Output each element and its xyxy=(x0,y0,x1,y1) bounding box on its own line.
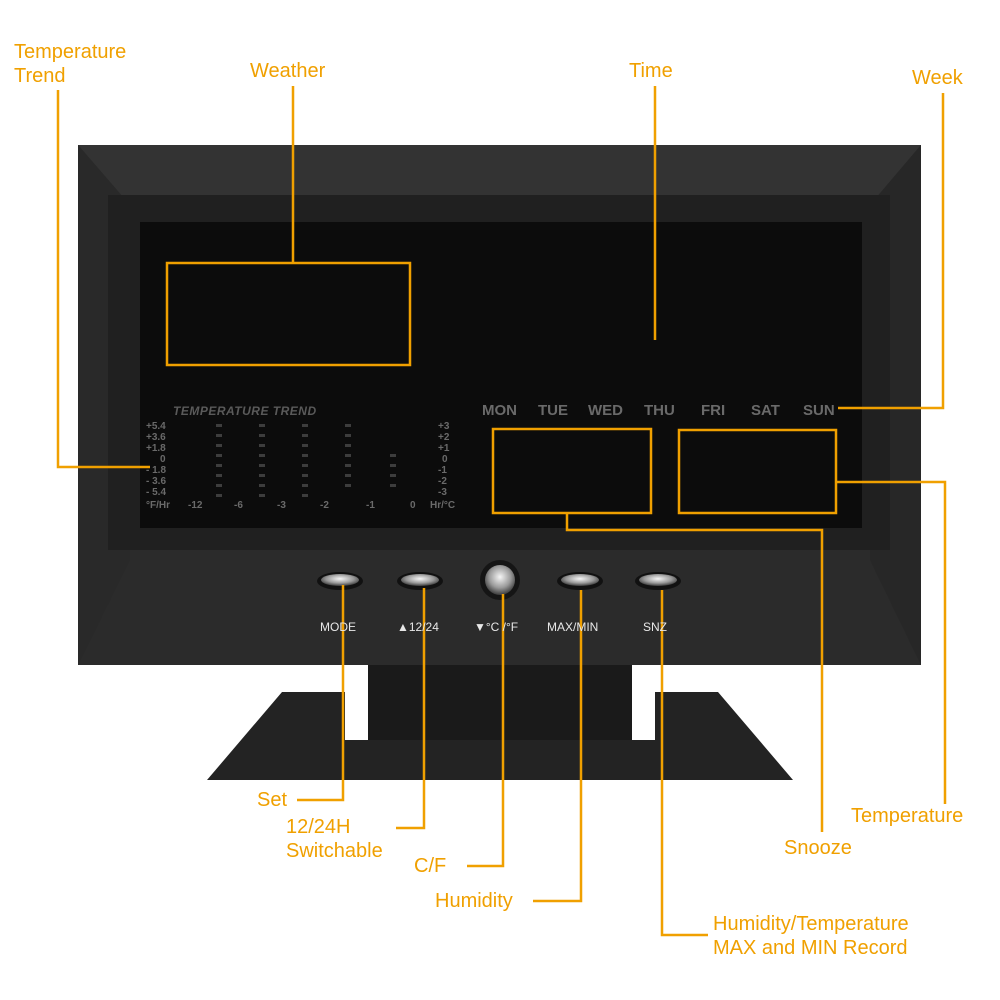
callout-record: Humidity/Temperature MAX and MIN Record xyxy=(713,913,909,959)
callout-lines xyxy=(56,86,947,937)
right-scale-tick: +1 xyxy=(438,443,450,454)
snz-button-cap xyxy=(639,574,677,586)
right-scale-tick: -3 xyxy=(438,487,447,498)
hour-label: -12 xyxy=(188,500,203,511)
mode-button-cap xyxy=(321,574,359,586)
right-scale-tick: +3 xyxy=(438,421,450,432)
snooze-leader xyxy=(565,513,824,832)
callout-cf: C/F xyxy=(414,855,447,877)
right-unit: Hr/°C xyxy=(430,500,456,511)
right-scale-tick: +2 xyxy=(438,432,450,443)
h1224-button-cap xyxy=(401,574,439,586)
record-leader xyxy=(660,590,708,937)
trend-title: TEMPERATURE TREND xyxy=(173,404,317,418)
hour-label: -6 xyxy=(234,500,243,511)
week-leader xyxy=(838,93,945,410)
snz-button-label: SNZ xyxy=(643,620,667,634)
hour-label: -2 xyxy=(320,500,329,511)
left-scale-tick: +5.4 xyxy=(146,421,166,432)
callout-temperature-trend: Temperature Trend xyxy=(14,41,127,87)
cf-button-label: ▼°C /°F xyxy=(474,620,519,634)
left-scale-tick: +1.8 xyxy=(146,443,166,454)
day-mon: MON xyxy=(482,402,517,419)
hour-label: -3 xyxy=(277,500,286,511)
right-scale-tick: 0 xyxy=(442,454,448,465)
lcd-screen xyxy=(140,222,862,528)
hour-label: -1 xyxy=(366,500,375,511)
humidity-box xyxy=(491,427,653,515)
trend-col-2 xyxy=(259,424,265,497)
trend-leader xyxy=(56,90,150,469)
mode-button-label: MODE xyxy=(320,620,356,634)
callout-week: Week xyxy=(912,67,963,89)
left-scale-tick: 0 xyxy=(160,454,166,465)
day-thu: THU xyxy=(644,402,675,419)
bezel-top xyxy=(78,145,921,205)
weather-box xyxy=(165,261,412,367)
trend-col-5 xyxy=(390,454,396,487)
humidity-leader xyxy=(533,590,583,903)
day-sat: SAT xyxy=(751,402,780,419)
callout-temperature: Temperature xyxy=(851,805,964,827)
left-scale-tick: - 5.4 xyxy=(146,487,167,498)
callout-time: Time xyxy=(629,60,673,82)
right-scale-tick: -2 xyxy=(438,476,447,487)
day-wed: WED xyxy=(588,402,623,419)
cf-button-cap xyxy=(485,565,515,595)
maxmin-button-cap xyxy=(561,574,599,586)
stand xyxy=(207,662,793,780)
cf-leader xyxy=(467,594,505,868)
day-sun: SUN xyxy=(803,402,835,419)
trend-col-4 xyxy=(345,424,351,487)
callout-set: Set xyxy=(257,789,288,811)
button-row xyxy=(317,560,681,600)
trend-col-1 xyxy=(216,424,222,497)
callout-snooze: Snooze xyxy=(784,837,852,859)
hour-label: 0 xyxy=(410,500,416,511)
callout-humidity: Humidity xyxy=(435,890,513,912)
switchable-leader xyxy=(396,588,426,830)
callout-weather: Weather xyxy=(250,60,326,82)
trend-col-3 xyxy=(302,424,308,497)
day-fri: FRI xyxy=(701,402,726,419)
right-scale: +3 +2 +1 0 -1 -2 -3 xyxy=(438,421,449,498)
left-scale: +5.4 +3.6 +1.8 0 - 1.8 - 3.6 - 5.4 xyxy=(146,421,166,498)
temperature-leader xyxy=(836,480,947,804)
maxmin-button-label: MAX/MIN xyxy=(547,620,599,634)
day-tue: TUE xyxy=(538,402,568,419)
h1224-button-label: ▲12/24 xyxy=(397,620,439,634)
left-scale-tick: - 1.8 xyxy=(146,465,167,476)
left-unit: °F/Hr xyxy=(146,500,170,511)
stand-neck xyxy=(368,662,632,740)
callout-switchable: 12/24H Switchable xyxy=(286,816,383,862)
trend-bars xyxy=(216,424,396,497)
set-leader xyxy=(297,585,345,802)
left-scale-tick: +3.6 xyxy=(146,432,166,443)
left-scale-tick: - 3.6 xyxy=(146,476,167,487)
right-scale-tick: -1 xyxy=(438,465,447,476)
temperature-box xyxy=(677,428,838,515)
